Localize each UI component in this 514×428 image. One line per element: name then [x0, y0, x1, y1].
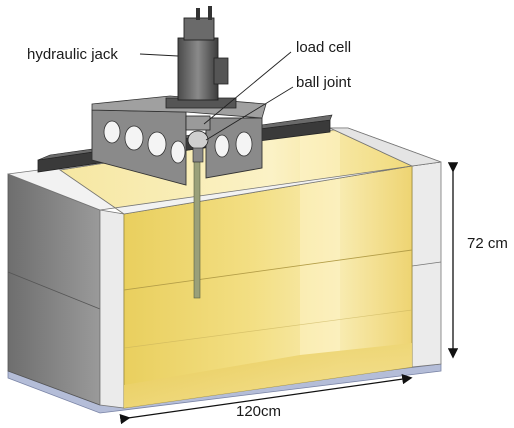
- tank-left-outer-wall: [7, 173, 101, 406]
- hydraulic-jack-top-pin: [208, 6, 212, 20]
- load-cell-label: load cell: [296, 39, 352, 56]
- frame-hole: [170, 140, 186, 164]
- soil-layer-line-lower: [123, 309, 413, 349]
- soil-layer-line-upper: [123, 249, 413, 291]
- load-cell: [185, 115, 211, 131]
- hydraulic-jack-cap: [183, 17, 215, 41]
- hydraulic-jack-body: [177, 37, 219, 101]
- frame-hole: [235, 131, 253, 157]
- tank-right-pillar-seam: [411, 261, 442, 267]
- width-dimension-arrow: [119, 373, 413, 425]
- tank-top-rim-right: [329, 127, 442, 167]
- ball-joint-label: ball joint: [296, 74, 352, 91]
- frame-hole: [124, 125, 144, 151]
- hydraulic-jack-top-pin: [196, 8, 200, 20]
- frame-hole: [147, 131, 167, 157]
- loading-frame-right: [205, 117, 263, 179]
- frame-hole: [214, 134, 230, 158]
- width-dimension-label: 120cm: [236, 403, 282, 420]
- frame-hole: [103, 120, 121, 144]
- pile-head: [192, 147, 204, 163]
- leader-hydraulic-jack: [139, 53, 179, 57]
- height-dimension-label: 72 cm: [467, 235, 508, 252]
- tank-front-left-pillar: [99, 209, 125, 409]
- soil-highlight-stripe: [300, 132, 340, 360]
- ball-joint: [187, 130, 209, 150]
- test-pile-rod: [193, 159, 201, 299]
- hydraulic-jack-label: hydraulic jack: [27, 46, 118, 63]
- tank-left-wall-seam: [7, 271, 101, 310]
- hydraulic-jack-side-block: [213, 57, 229, 85]
- tank-front-right-pillar: [411, 161, 442, 368]
- leader-load-cell: [203, 51, 292, 125]
- leader-ball-joint: [205, 86, 294, 141]
